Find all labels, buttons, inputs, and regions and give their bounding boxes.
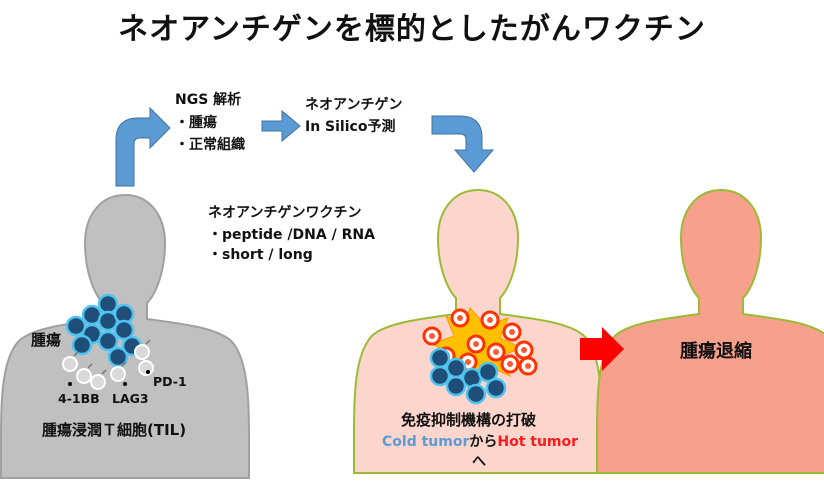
tumor-cells-fig2 [429, 347, 507, 405]
vaccine-item-modality: ・peptide /DNA / RNA [208, 227, 375, 243]
cold-tumor-text: Cold tumor [382, 434, 470, 450]
to-text: へ [472, 454, 486, 470]
regression-label: 腫瘍退縮 [680, 341, 752, 362]
blue-arrow-right [261, 109, 301, 143]
marker-pd1: PD-1 [153, 374, 187, 389]
marker-dots [68, 370, 150, 386]
ngs-item-normal: ・正常組織 [175, 137, 245, 153]
prediction-heading: ネオアンチゲン [305, 97, 403, 113]
marker-41bb: 4-1BB [58, 391, 100, 406]
diagram-title: ネオアンチゲンを標的としたがんワクチン [118, 12, 706, 47]
salmon-torso [596, 189, 824, 474]
vaccine-item-length: ・short / long [208, 247, 313, 263]
ngs-heading: NGS 解析 [175, 92, 242, 108]
blue-arrow-right-down [431, 115, 495, 173]
tumor-label: 腫瘍 [31, 331, 62, 349]
from-text: から [469, 434, 498, 450]
red-arrow [580, 327, 624, 371]
tumor-cells-fig1 [65, 293, 143, 368]
ngs-item-tumor: ・腫瘍 [175, 115, 217, 131]
prediction-sub: In Silico予測 [305, 119, 396, 135]
figure2-caption: 免疫抑制機構の打破 [401, 411, 537, 429]
marker-lag3: LAG3 [112, 391, 149, 406]
t-cell-cores-fig2 [429, 315, 531, 369]
til-label: 腫瘍浸潤Ｔ細胞(TIL) [42, 421, 187, 439]
t-cells-fig1 [62, 344, 154, 390]
vaccine-heading: ネオアンチゲンワクチン [208, 205, 362, 221]
hot-tumor-text: Hot tumor [497, 434, 579, 450]
receptor-marks-fig1 [73, 339, 151, 375]
blue-arrow-up-right [115, 106, 171, 187]
figure2-transition: Cold tumorからHot tumor [382, 432, 578, 452]
